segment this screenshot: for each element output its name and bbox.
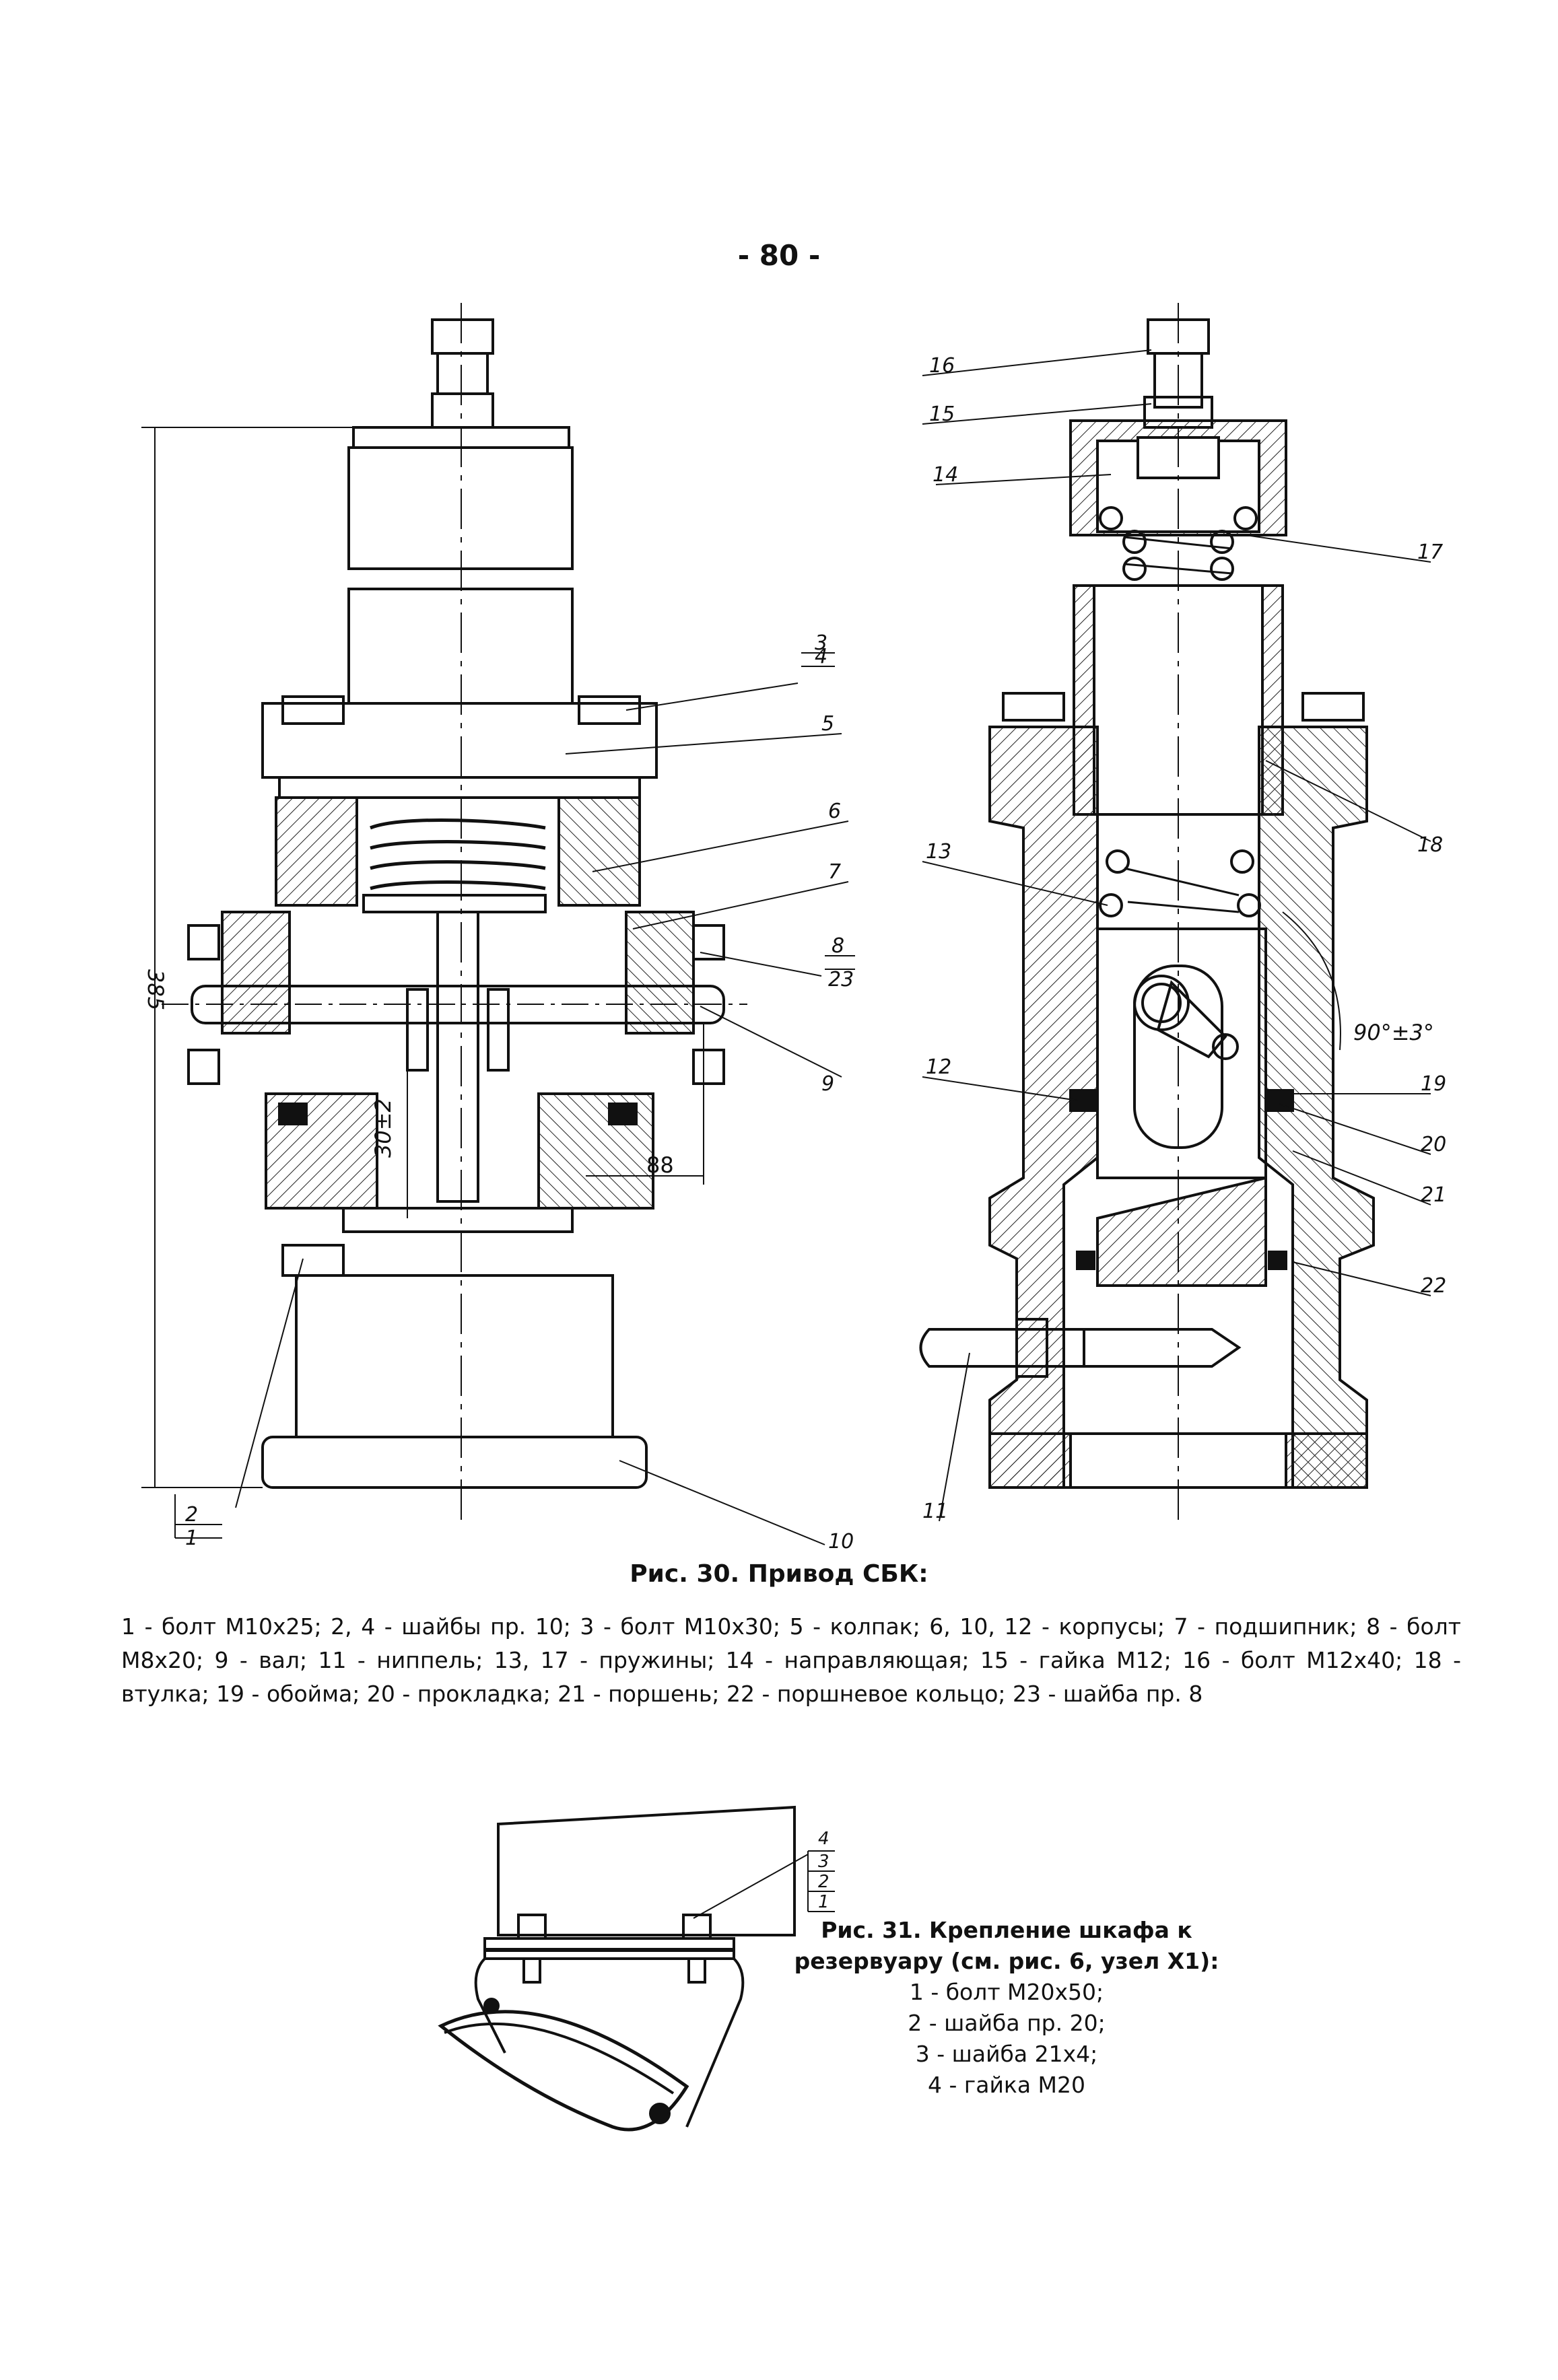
legend-item: 3 - шайба 21х4; xyxy=(915,2041,1098,2067)
legend-item: 3 - болт М10х30; xyxy=(580,1613,790,1640)
right-view xyxy=(919,303,1431,1522)
callout-3: 3 xyxy=(815,631,827,655)
legend-item: 20 - прокладка; xyxy=(366,1681,558,1707)
callout-13: 13 xyxy=(926,840,951,864)
callout-4: 4 xyxy=(818,1829,829,1849)
callout-3: 3 xyxy=(818,1852,829,1872)
callout-12: 12 xyxy=(926,1055,951,1079)
left-view xyxy=(141,303,855,1545)
callout-9: 9 xyxy=(821,1072,834,1096)
dimension-stroke: 30±2 xyxy=(370,1098,396,1158)
dimension-angle: 90°±3° xyxy=(1353,1020,1434,1045)
callout-2: 2 xyxy=(818,1872,829,1892)
legend-item: 23 - шайба пр. 8 xyxy=(1013,1681,1203,1707)
legend-item: 2, 4 - шайбы пр. 10; xyxy=(331,1613,580,1640)
figure-30-caption-title: Рис. 30. Привод СБК: xyxy=(630,1560,928,1588)
callout-10: 10 xyxy=(828,1530,854,1553)
figure-30-caption-legend: 1 - болт М10х25; 2, 4 - шайбы пр. 10; 3 … xyxy=(121,1610,1461,1711)
legend-item: 2 - шайба пр. 20; xyxy=(908,2010,1106,2036)
callout-6: 6 xyxy=(828,800,841,823)
legend-item: 8 - болт М8х20; xyxy=(121,1613,1461,1673)
callout-15: 15 xyxy=(929,403,955,426)
callout-7: 7 xyxy=(828,860,841,884)
legend-item: 4 - гайка М20 xyxy=(928,2072,1085,2098)
callout-23: 23 xyxy=(828,968,854,991)
dimension-height: 385 xyxy=(143,969,168,1010)
legend-item: 11 - ниппель; xyxy=(318,1647,494,1673)
callout-4: 4 xyxy=(815,645,827,668)
legend-item: 6, 10, 12 - корпусы; xyxy=(929,1613,1174,1640)
callout-5: 5 xyxy=(821,712,834,736)
callout-14: 14 xyxy=(933,463,958,487)
callout-22: 22 xyxy=(1421,1274,1446,1298)
callout-21: 21 xyxy=(1421,1183,1446,1207)
legend-item: 21 - поршень; xyxy=(557,1681,726,1707)
callout-1: 1 xyxy=(185,1527,198,1550)
callout-1: 1 xyxy=(818,1892,829,1912)
legend-item: 1 - болт М10х25; xyxy=(121,1613,331,1640)
callout-2: 2 xyxy=(185,1503,198,1527)
figure-31-caption: Рис. 31. Крепление шкафа к резервуару (с… xyxy=(791,1915,1222,2101)
dimension-offset: 88 xyxy=(646,1152,674,1178)
callout-11: 11 xyxy=(922,1500,948,1523)
legend-item: 18 - втулка; xyxy=(121,1647,1461,1707)
callout-20: 20 xyxy=(1421,1133,1446,1156)
legend-item: 13, 17 - пружины; xyxy=(494,1647,726,1673)
callout-16: 16 xyxy=(929,354,955,378)
figure-31-drawing: 4 3 2 1 xyxy=(438,1805,835,2132)
page-number: - 80 - xyxy=(737,239,821,272)
legend-item: 1 - болт М20х50; xyxy=(909,1979,1104,2005)
legend-item: 9 - вал; xyxy=(214,1647,318,1673)
legend-item: 7 - подшипник; xyxy=(1174,1613,1367,1640)
legend-item: 15 - гайка М12; xyxy=(980,1647,1183,1673)
legend-item: 5 - колпак; xyxy=(789,1613,930,1640)
callout-17: 17 xyxy=(1417,540,1443,564)
figure-31-caption-title: Рис. 31. Крепление шкафа к резервуару (с… xyxy=(794,1917,1219,1974)
legend-item: 22 - поршневое кольцо; xyxy=(726,1681,1013,1707)
callout-8: 8 xyxy=(832,934,844,958)
callout-18: 18 xyxy=(1417,833,1443,857)
figure-30-drawing: 3 4 5 6 7 8 23 9 10 1 2 16 15 14 17 13 1… xyxy=(141,303,1446,1553)
callout-19: 19 xyxy=(1421,1072,1446,1096)
legend-item: 14 - направляющая; xyxy=(725,1647,980,1673)
legend-item: 16 - болт М12х40; xyxy=(1182,1647,1414,1673)
legend-item: 19 - обойма; xyxy=(216,1681,367,1707)
